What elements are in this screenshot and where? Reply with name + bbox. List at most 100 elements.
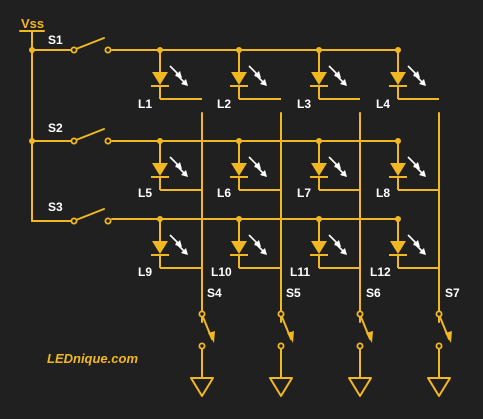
led-label-l3: L3 (297, 97, 311, 111)
switch-s6-icon (359, 284, 373, 378)
led-triangle (152, 241, 168, 254)
ground-triangle (427, 377, 451, 397)
light-arrow-head (340, 248, 347, 255)
light-arrow-head (175, 71, 182, 78)
switch-label-s3: S3 (48, 200, 63, 214)
led-triangle (152, 163, 168, 176)
light-arrow-head (181, 248, 188, 255)
vss-junction-2 (29, 138, 35, 144)
switch-s7-icon (438, 284, 452, 378)
light-arrow-head (334, 162, 341, 169)
switch-s4-icon (201, 284, 215, 378)
led-icon (230, 50, 281, 100)
switch-arrow (287, 331, 294, 343)
ground-icon (269, 377, 293, 397)
brand-watermark: LEDnique.com (47, 351, 138, 366)
switch-blade (75, 208, 105, 221)
switch-contact (277, 342, 285, 350)
light-arrow-head (334, 240, 341, 247)
led-triangle (390, 241, 406, 254)
switch-contact (356, 342, 364, 350)
switch-contact (198, 342, 206, 350)
switch-label-s1: S1 (48, 33, 63, 47)
led-icon (151, 219, 202, 269)
switch-arrow (208, 331, 215, 343)
switch-contact (435, 310, 443, 318)
light-arrow-head (419, 248, 426, 255)
light-arrow-head (419, 170, 426, 177)
led-triangle (231, 72, 247, 85)
switch-s5-icon (280, 284, 294, 378)
led-triangle (231, 163, 247, 176)
led-icon (310, 50, 360, 100)
switch-label-s6: S6 (366, 286, 381, 300)
switch-contact (356, 310, 364, 318)
light-arrow-head (175, 240, 182, 247)
switch-arrow (366, 331, 373, 343)
led-icon (230, 219, 281, 269)
switch-label-s7: S7 (445, 286, 460, 300)
switch-s3-icon (75, 208, 105, 221)
led-triangle (390, 163, 406, 176)
led-icon (389, 141, 439, 191)
led-label-l9: L9 (138, 265, 152, 279)
led-label-l7: L7 (297, 186, 311, 200)
light-arrow-head (413, 71, 420, 78)
switch-contact (70, 137, 78, 145)
light-arrow-head (260, 79, 267, 86)
ground-triangle (348, 377, 372, 397)
light-arrow-head (181, 79, 188, 86)
switch-arrow (445, 331, 452, 343)
led-label-l6: L6 (217, 186, 231, 200)
led-label-l5: L5 (138, 186, 152, 200)
wires (19, 30, 440, 323)
switch-contact (277, 310, 285, 318)
switch-contact (104, 217, 112, 225)
light-arrow-head (413, 240, 420, 247)
light-arrow-head (260, 248, 267, 255)
led-triangle (231, 241, 247, 254)
switch-contact (198, 310, 206, 318)
led-triangle (311, 72, 327, 85)
led-triangle (152, 72, 168, 85)
switch-s2-icon (75, 128, 105, 141)
ground-icon (348, 377, 372, 397)
led-icon (230, 141, 281, 191)
light-arrow-head (254, 240, 261, 247)
light-arrow-head (254, 162, 261, 169)
led-icon (389, 50, 439, 100)
ground-triangle (269, 377, 293, 397)
light-arrow-head (254, 71, 261, 78)
switch-s1-icon (75, 37, 105, 50)
switch-contact (104, 137, 112, 145)
light-arrow-head (334, 71, 341, 78)
light-arrow-head (419, 79, 426, 86)
vss-label: Vss (21, 16, 44, 31)
led-label-l8: L8 (376, 186, 390, 200)
led-icon (389, 219, 439, 269)
light-arrow-head (413, 162, 420, 169)
switch-blade (75, 128, 105, 141)
ground-icon (427, 377, 451, 397)
led-icon (310, 219, 360, 269)
switch-label-s5: S5 (286, 286, 301, 300)
light-arrow-head (260, 170, 267, 177)
ground-triangle (190, 377, 214, 397)
ground-icon (190, 377, 214, 397)
led-label-l10: L10 (211, 265, 232, 279)
led-triangle (390, 72, 406, 85)
led-triangle (311, 241, 327, 254)
led-label-l1: L1 (138, 97, 152, 111)
switch-contact (70, 217, 78, 225)
led-label-l11: L11 (290, 265, 310, 279)
light-arrow-head (175, 162, 182, 169)
switch-contact (104, 46, 112, 54)
led-icon (310, 141, 360, 191)
led-label-l4: L4 (376, 97, 390, 111)
led-icon (151, 141, 202, 191)
led-label-l2: L2 (217, 97, 231, 111)
vss-junction-1 (29, 47, 35, 53)
switch-label-s4: S4 (207, 286, 222, 300)
